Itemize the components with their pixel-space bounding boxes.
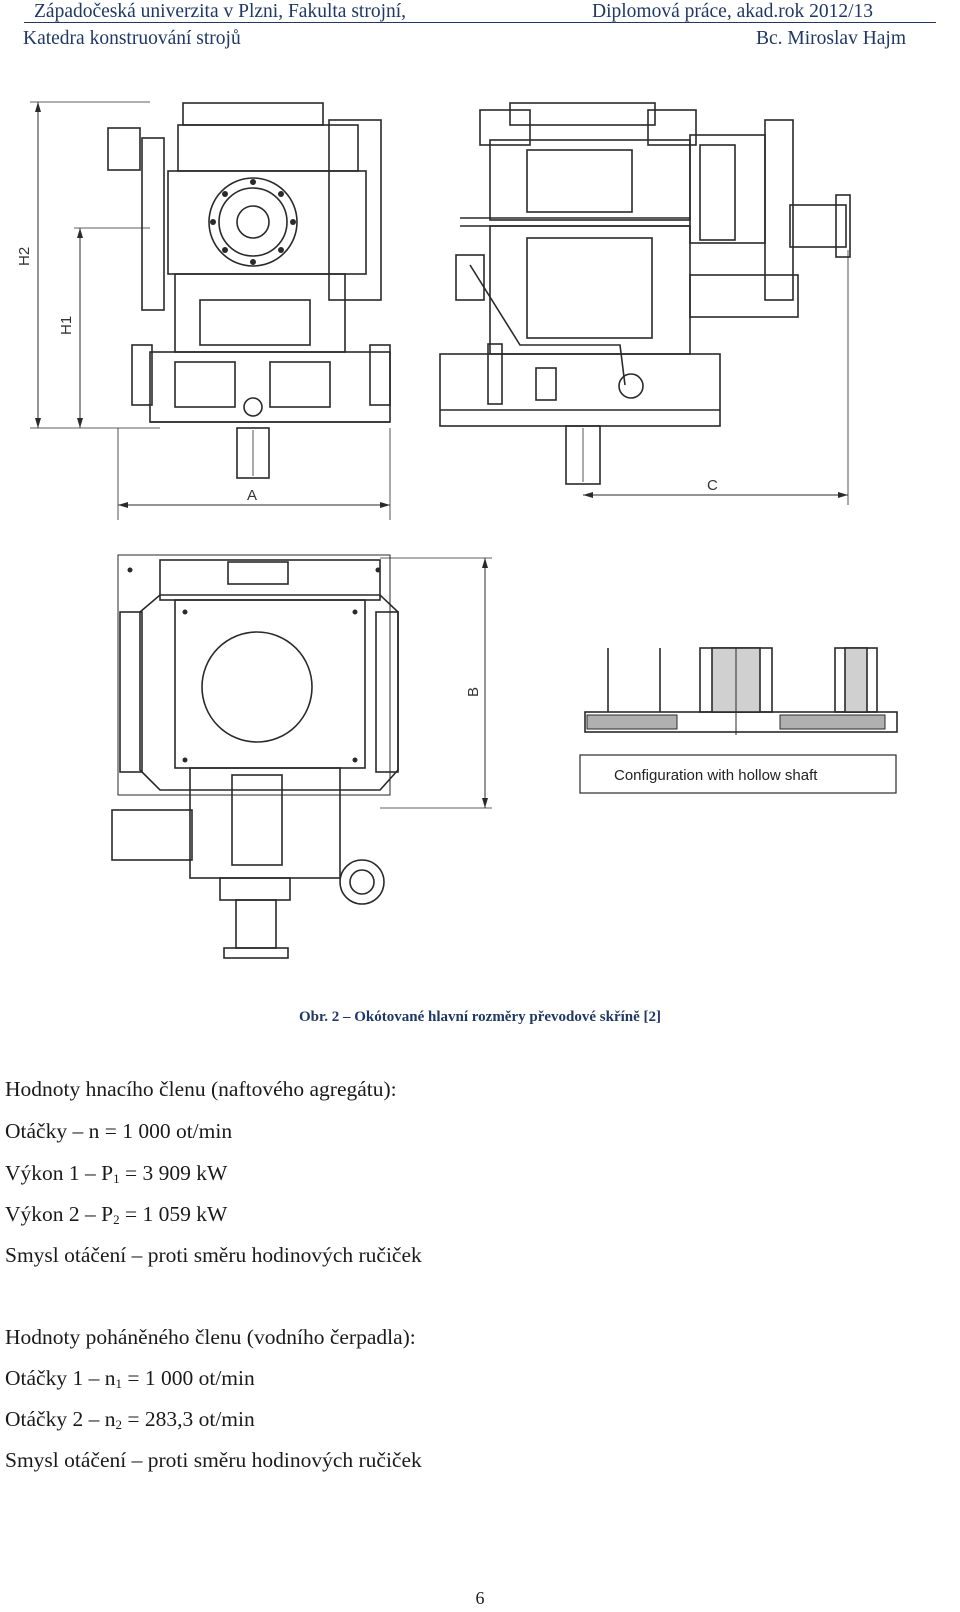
driven-speed-2: Otáčky 2 – n2 = 283,3 ot/min [5, 1407, 255, 1432]
header-department: Katedra konstruování strojů [23, 28, 241, 49]
driver-heading: Hodnoty hnacího členu (naftového agregát… [5, 1077, 397, 1101]
top-view: B [111, 554, 492, 959]
driver-rotation: Smysl otáčení – proti směru hodinových r… [5, 1243, 422, 1267]
header-thesis: Diplomová práce, akad.rok 2012/13 [592, 1, 874, 22]
gearbox-drawing: H2 H1 [0, 60, 960, 990]
front-view: H2 H1 [16, 101, 391, 520]
inset-label: Configuration with hollow shaft [614, 767, 818, 784]
figure-caption: Obr. 2 – Okótované hlavní rozměry převod… [298, 1009, 662, 1025]
dim-label-b: B [465, 687, 482, 697]
inset-label-box [579, 754, 897, 794]
dim-label-h1: H1 [58, 316, 75, 335]
dim-label-h2: H2 [16, 247, 33, 266]
header-rule [24, 22, 936, 23]
header-author: Bc. Miroslav Hajm [756, 28, 907, 49]
page-number: 6 [475, 1588, 485, 1608]
driver-speed: Otáčky – n = 1 000 ot/min [5, 1119, 233, 1143]
driver-power-2: Výkon 2 – P2 = 1 059 kW [5, 1202, 228, 1227]
hollow-shaft-detail: Configuration with hollow shaft [579, 647, 898, 794]
side-view: C [439, 102, 851, 505]
dim-label-c: C [707, 477, 718, 494]
driven-speed-1: Otáčky 1 – n1 = 1 000 ot/min [5, 1366, 255, 1391]
driven-heading: Hodnoty poháněného členu (vodního čerpad… [5, 1325, 416, 1349]
driver-power-1: Výkon 1 – P1 = 3 909 kW [5, 1161, 228, 1186]
dim-label-a: A [247, 487, 257, 504]
driven-rotation: Smysl otáčení – proti směru hodinových r… [5, 1448, 422, 1472]
header-institution: Západočeská univerzita v Plzni, Fakulta … [34, 1, 407, 22]
